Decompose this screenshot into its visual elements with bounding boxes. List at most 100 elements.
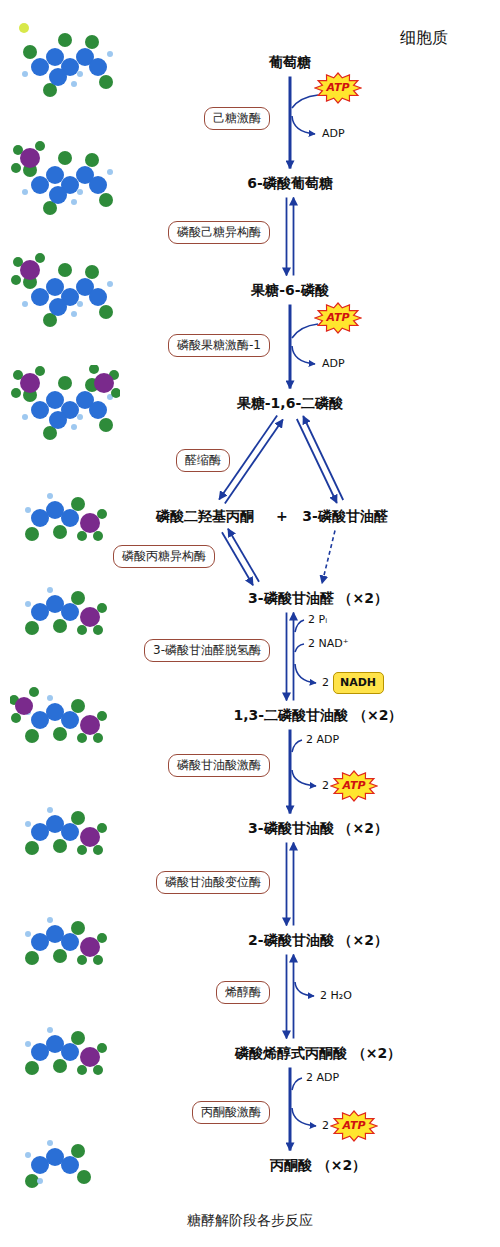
glucose-molecule: [22, 33, 113, 97]
reaction-arrow: [290, 730, 291, 814]
side-label: 2 H₂O: [320, 989, 352, 1002]
reaction-arrow: [297, 416, 343, 503]
side-label: 2 Pᵢ: [308, 613, 327, 626]
node-text: 3-磷酸甘油醛: [302, 508, 388, 525]
forward-line: [289, 1068, 292, 1151]
molecule-model: [25, 1027, 107, 1075]
figure-caption: 糖酵解阶段各步反应: [0, 1212, 500, 1230]
side-label: ADP: [322, 357, 345, 370]
molecule-model: [25, 587, 107, 635]
nadh-box: NADH: [333, 672, 384, 694]
node-text: 果糖-1,6-二磷酸: [237, 395, 343, 412]
enzyme-box: 磷酸果糖激酶-1: [168, 334, 270, 357]
side-label: +: [276, 508, 288, 525]
node-text: 磷酸二羟基丙酮: [156, 508, 254, 525]
node-text: NADH: [340, 676, 376, 689]
node-text: ATP: [342, 779, 365, 792]
side-branches: [292, 95, 318, 1126]
compound-name: 磷酸二羟基丙酮: [152, 505, 258, 528]
node-text: 磷酸果糖激酶-1: [177, 338, 261, 352]
output-curve: [295, 982, 314, 996]
reaction-arrow: [290, 1068, 291, 1151]
compound-name: 1,3-二磷酸甘油酸 （×2）: [230, 704, 407, 727]
side-label: 2 ADP: [306, 733, 339, 746]
node-text: 葡萄糖: [269, 54, 311, 71]
compound-name: 2-磷酸甘油酸 （×2）: [244, 929, 392, 952]
reaction-arrow: [222, 529, 259, 586]
compound-name: 6-磷酸葡萄糖: [243, 172, 337, 195]
node-text: 醛缩酶: [185, 453, 221, 467]
output-curve: [292, 770, 316, 786]
forward-line: [286, 613, 288, 701]
molecule-model: [9, 687, 107, 743]
enzyme-box: 磷酸甘油酸变位酶: [156, 871, 270, 894]
input-curve: [292, 95, 318, 108]
node-text: ATP: [326, 81, 349, 94]
molecule-model: [11, 253, 113, 327]
compound-name: 3-磷酸甘油酸 （×2）: [244, 817, 392, 840]
atp-burst: ATP: [330, 1110, 378, 1142]
reaction-arrow: [287, 843, 294, 926]
side-label: 细胞质: [400, 28, 448, 47]
side-label: 2: [322, 1119, 329, 1132]
burst-shape: [315, 73, 361, 103]
atp-burst: ATP: [330, 770, 378, 802]
forward-line: [286, 955, 288, 1039]
forward-line: [289, 77, 292, 169]
molecule-model: [25, 917, 107, 965]
output-curve: [292, 346, 315, 364]
burst-shape: [331, 771, 377, 801]
enzyme-box: 己糖激酶: [204, 107, 270, 130]
enzyme-box: 磷酸甘油酸激酶: [168, 754, 270, 777]
compound-name: 果糖-6-磷酸: [247, 279, 333, 302]
node-text: 磷酸烯醇式丙酮酸 （×2）: [235, 1045, 401, 1062]
node-text: 磷酸丙糖异构酶: [122, 549, 206, 563]
reverse-line: [293, 613, 295, 701]
node-text: 磷酸甘油酸变位酶: [165, 875, 261, 889]
molecule-model: [11, 364, 121, 440]
compound-name: 磷酸烯醇式丙酮酸 （×2）: [231, 1042, 406, 1065]
forward-line: [222, 532, 253, 585]
node-text: 3-磷酸甘油酸 （×2）: [248, 820, 388, 837]
side-label: 2: [322, 676, 329, 689]
forward-line: [286, 843, 288, 926]
reaction-arrow: [290, 77, 291, 169]
node-text: 烯醇酶: [225, 985, 261, 999]
node-text: 3-磷酸甘油醛脱氢酶: [153, 643, 261, 657]
molecule-model: [25, 493, 107, 541]
atp-burst: ATP: [314, 72, 362, 104]
reverse-line: [293, 843, 295, 926]
side-label: 2 NAD⁺: [308, 637, 349, 650]
side-label: ADP: [322, 127, 345, 140]
output-curve: [292, 1108, 316, 1126]
compound-name: 葡萄糖: [265, 51, 315, 74]
node-text: ATP: [342, 1119, 365, 1132]
node-text: 2-磷酸甘油酸 （×2）: [248, 932, 388, 949]
compound-name: 果糖-1,6-二磷酸: [233, 392, 348, 415]
burst-shape: [315, 303, 361, 333]
side-label: 2 ADP: [306, 1071, 339, 1084]
forward-line: [286, 198, 288, 276]
molecule-model: [11, 141, 113, 215]
molecule-model: [25, 1140, 91, 1188]
reverse-line: [293, 198, 295, 276]
atp-burst: ATP: [314, 302, 362, 334]
burst-shape: [331, 1111, 377, 1141]
reaction-arrow: [287, 198, 294, 276]
forward-line: [322, 531, 335, 584]
node-text: 1,3-二磷酸甘油酸 （×2）: [234, 707, 403, 724]
reverse-line: [303, 416, 343, 500]
reaction-arrow: [287, 955, 294, 1039]
input-curve: [295, 644, 304, 652]
enzyme-box: 3-磷酸甘油醛脱氢酶: [144, 639, 270, 662]
node-text: 己糖激酶: [213, 111, 261, 125]
enzyme-box: 醛缩酶: [176, 449, 230, 472]
compound-name: 3-磷酸甘油醛: [298, 505, 392, 528]
input-curve: [292, 1078, 302, 1090]
enzyme-box: 丙酮酸激酶: [192, 1101, 270, 1124]
node-text: 丙酮酸 （×2）: [270, 1157, 366, 1174]
node-text: 果糖-6-磷酸: [251, 282, 328, 299]
forward-line: [289, 305, 292, 389]
reverse-line: [228, 529, 259, 582]
